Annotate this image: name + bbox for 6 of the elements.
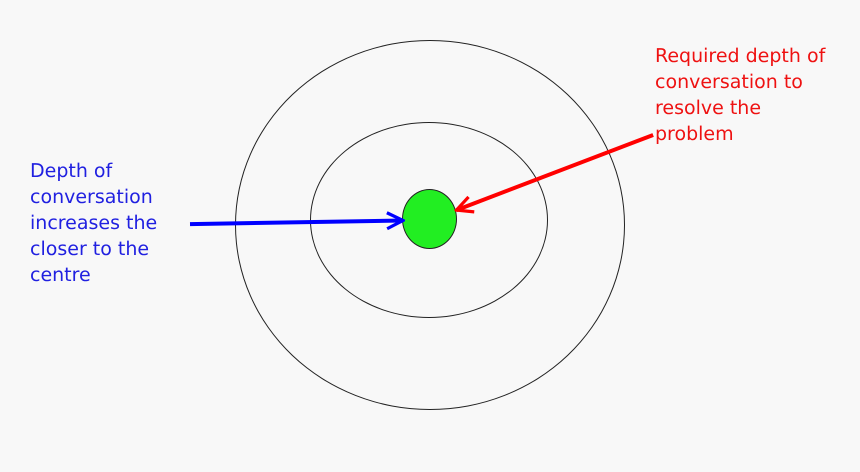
annotation-text: Depth of conversation increases the closer to the centre bbox=[30, 158, 188, 293]
outer-circle bbox=[235, 40, 625, 410]
arrow bbox=[190, 211, 405, 230]
arrow bbox=[454, 133, 654, 214]
inner-circle bbox=[310, 122, 548, 318]
annotation-text: Required depth of conversation to resolve the problem bbox=[655, 43, 845, 153]
